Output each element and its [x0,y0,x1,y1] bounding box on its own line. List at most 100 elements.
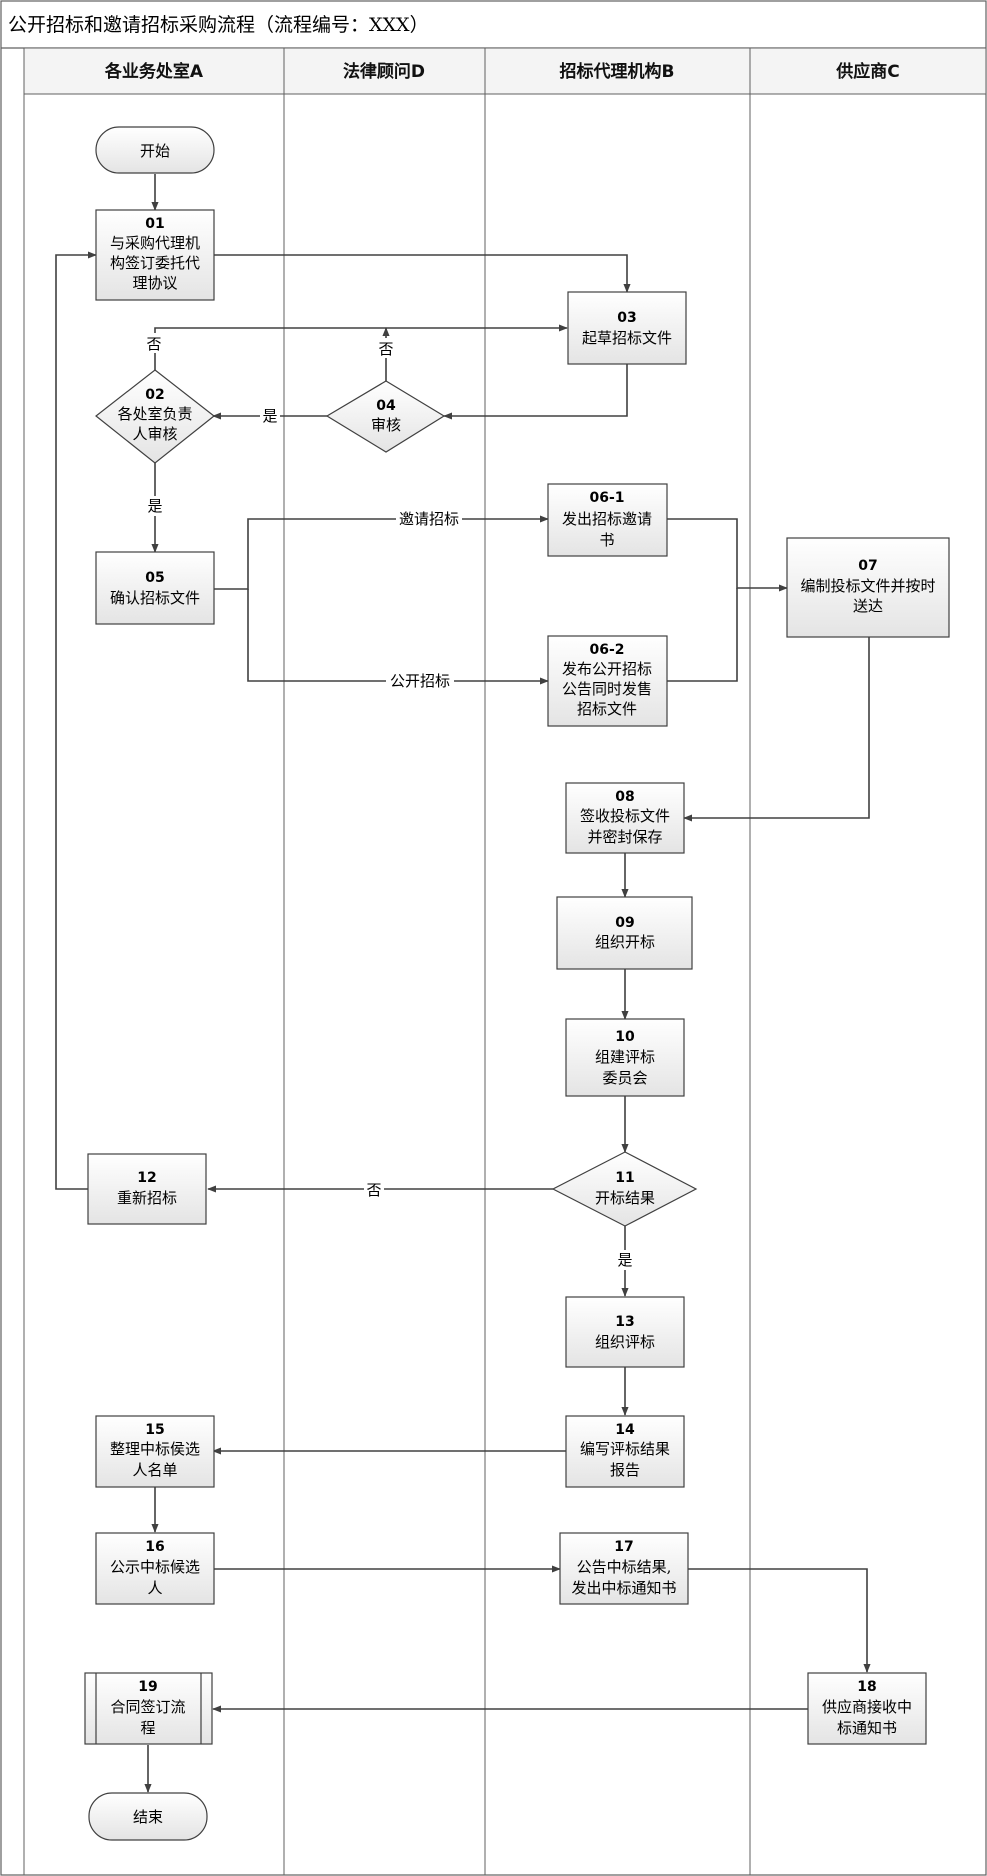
edge-labels: 否 否 是 是 邀请招标 公开招标 否 是 [144,333,635,1270]
node-16-line-2: 人 [147,1579,162,1597]
nodes: 开始 01 与采购代理机 构签订委托代 理协议 03 起草招标文件 02 各处室… [84,126,950,1841]
lane-header-a: 各业务处室A [104,61,204,82]
edge-label-04-no: 否 [378,340,393,358]
edge-17-18 [688,1568,871,1673]
node-01-line-2: 构签订委托代 [110,254,200,272]
node-18-line-2: 标通知书 [837,1719,897,1737]
node-06-2-line-1: 发布公开招标 [562,660,652,678]
node-14-line-2: 报告 [610,1461,640,1479]
node-05-num: 05 [145,570,164,586]
node-15-line-1: 整理中标侯选 [110,1440,200,1458]
node-start-text: 开始 [140,142,170,160]
node-11-num: 11 [615,1170,634,1186]
node-07-num: 07 [858,558,877,574]
node-12-num: 12 [137,1170,156,1186]
node-03-num: 03 [617,310,636,326]
node-08: 08 签收投标文件 并密封保存 [565,782,685,854]
node-18-num: 18 [857,1679,876,1695]
node-17: 17 公告中标结果, 发出中标通知书 [559,1532,689,1605]
node-18-line-1: 供应商接收中 [822,1698,912,1716]
lane-header-b: 招标代理机构B [560,61,675,82]
node-11-line-1: 开标结果 [595,1189,655,1207]
edge-12-01 [55,251,97,1190]
node-06-2: 06-2 发布公开招标 公告同时发售 招标文件 [547,635,668,727]
edge-label-open: 公开招标 [390,672,450,690]
node-12: 12 重新招标 [87,1153,207,1225]
node-14: 14 编写评标结果 报告 [565,1415,685,1488]
node-10-line-1: 组建评标 [595,1048,655,1066]
node-13-line-1: 组织评标 [595,1333,655,1351]
node-end: 结束 [88,1792,208,1841]
node-03: 03 起草招标文件 [567,291,687,365]
node-04-line-1: 审核 [371,416,401,434]
node-15-num: 15 [145,1422,164,1438]
node-17-num: 17 [614,1539,633,1555]
node-end-text: 结束 [133,1808,163,1826]
node-start: 开始 [95,126,215,174]
page-title: 公开招标和邀请招标采购流程（流程编号：XXX） [8,14,429,36]
node-14-line-1: 编写评标结果 [580,1440,670,1458]
node-06-2-line-2: 公告同时发售 [562,680,652,698]
node-01-num: 01 [145,216,164,232]
node-07-line-1: 编制投标文件并按时 [800,577,935,595]
node-05: 05 确认招标文件 [95,551,215,625]
lane-headers: 各业务处室A 法律顾问D 招标代理机构B 供应商C [104,61,900,82]
node-07-line-2: 送达 [853,597,883,615]
node-01: 01 与采购代理机 构签订委托代 理协议 [95,209,215,301]
node-19-num: 19 [138,1679,157,1695]
node-01-line-3: 理协议 [132,274,177,292]
node-05-line-1: 确认招标文件 [110,589,200,607]
lane-header-c: 供应商C [835,61,899,82]
node-06-1-line-2: 书 [599,531,614,549]
edge-07-08 [683,637,870,822]
node-03-line-1: 起草招标文件 [582,329,672,347]
node-06-1-num: 06-1 [589,490,624,506]
edge-062-07 [667,588,738,682]
node-16: 16 公示中标候选 人 [95,1532,215,1605]
node-12-line-1: 重新招标 [117,1189,177,1207]
node-19-line-2: 程 [140,1719,155,1737]
node-09-num: 09 [615,915,634,931]
node-15-line-2: 人名单 [132,1461,177,1479]
node-13: 13 组织评标 [565,1296,685,1368]
node-17-line-1: 公告中标结果, [577,1558,672,1576]
node-16-num: 16 [145,1539,164,1555]
node-09-line-1: 组织开标 [595,933,655,951]
node-09: 09 组织开标 [556,896,693,970]
node-06-2-line-3: 招标文件 [577,700,637,718]
node-04: 04 审核 [325,380,446,453]
node-06-2-num: 06-2 [589,642,624,658]
node-10: 10 组建评标 委员会 [565,1018,685,1097]
node-17-line-2: 发出中标通知书 [571,1579,676,1597]
lane-header-d: 法律顾问D [343,61,425,82]
node-08-line-1: 签收投标文件 [580,807,670,825]
edge-label-04-yes: 是 [262,407,277,425]
node-04-num: 04 [376,398,396,414]
edge-061-07 [667,518,788,592]
edge-label-02-no: 否 [146,335,161,353]
edge-01-03 [214,254,631,293]
edge-02-03-no [154,324,568,370]
node-08-line-2: 并密封保存 [587,828,662,846]
edge-label-02-yes: 是 [147,497,162,515]
node-16-line-1: 公示中标候选 [110,1558,200,1576]
edge-label-11-no: 否 [366,1181,381,1199]
node-01-line-1: 与采购代理机 [110,234,200,252]
node-19: 19 合同签订流 程 [84,1672,213,1745]
node-07: 07 编制投标文件并按时 送达 [786,537,950,638]
edge-label-invite: 邀请招标 [399,510,459,528]
node-08-num: 08 [615,789,634,805]
node-10-line-2: 委员会 [602,1069,647,1087]
node-02-line-1: 各处室负责 [117,405,192,423]
node-02: 02 各处室负责 人审核 [95,369,215,464]
node-02-num: 02 [145,387,164,403]
node-06-1: 06-1 发出招标邀请 书 [547,483,668,557]
node-06-1-line-1: 发出招标邀请 [562,510,652,528]
node-15: 15 整理中标侯选 人名单 [95,1415,215,1488]
edge-label-11-yes: 是 [617,1251,632,1269]
node-11: 11 开标结果 [551,1151,698,1227]
node-10-num: 10 [615,1029,635,1045]
node-19-line-1: 合同签订流 [110,1698,185,1716]
node-14-num: 14 [615,1422,635,1438]
